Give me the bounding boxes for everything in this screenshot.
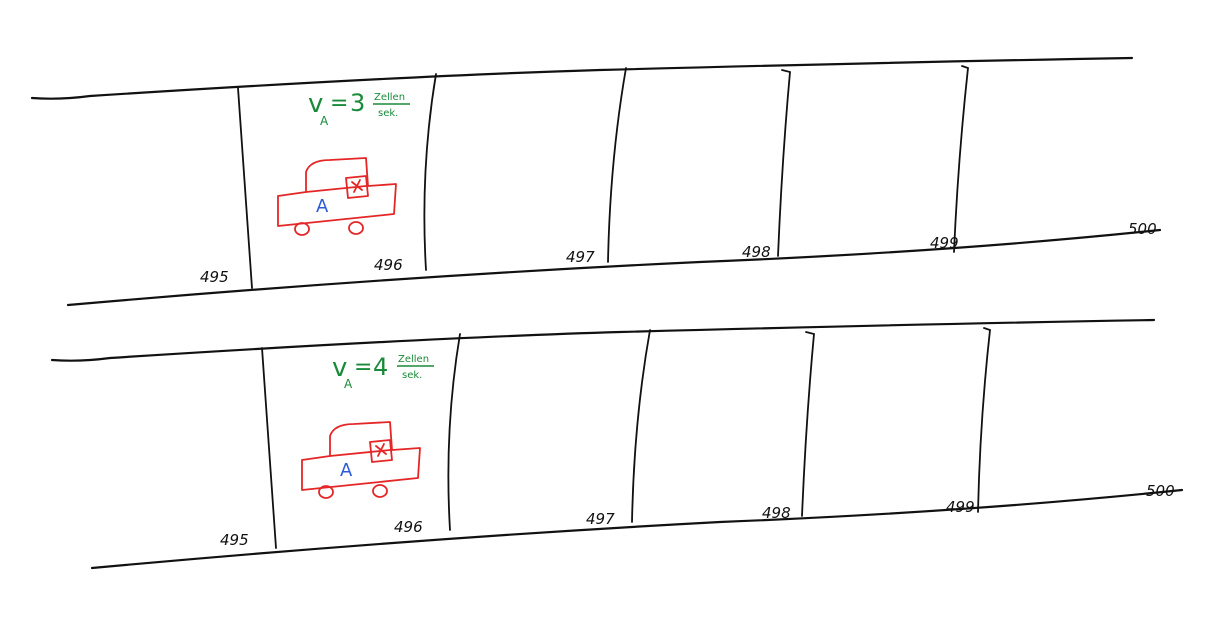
cell-number: 499 — [930, 234, 959, 252]
svg-text:sek.: sek. — [402, 370, 422, 381]
cell-number: 498 — [742, 243, 771, 261]
svg-text:v: v — [332, 353, 347, 383]
cell-divider — [447, 333, 461, 531]
road-panel-2: 495 496 497 498 499 500 v A = 4 Zellen s… — [50, 318, 1184, 570]
cell-divider — [631, 329, 651, 523]
svg-text:sek.: sek. — [378, 108, 398, 119]
cell-divider — [423, 73, 437, 271]
cell-divider — [801, 331, 815, 517]
velocity-label: v A = 3 Zellen sek. — [308, 89, 410, 128]
cell-number: 499 — [946, 498, 975, 516]
svg-text:A: A — [320, 114, 329, 128]
road-panel-1: 495 496 497 498 499 500 v A = 3 Zellen s… — [30, 56, 1162, 307]
svg-text:v: v — [308, 89, 323, 119]
cell-number: 496 — [394, 518, 423, 536]
svg-text:Zellen: Zellen — [374, 92, 405, 103]
cell-number: 498 — [762, 504, 791, 522]
velocity-label: v A = 4 Zellen sek. — [332, 353, 434, 391]
svg-text:Zellen: Zellen — [398, 354, 429, 365]
cell-number: 497 — [586, 510, 615, 528]
cell-number: 496 — [374, 256, 403, 274]
svg-text:3: 3 — [350, 89, 365, 117]
cell-divider — [977, 327, 991, 513]
cell-number: 500 — [1146, 482, 1175, 500]
cell-number: 497 — [566, 248, 595, 266]
cell-divider — [953, 65, 969, 253]
car-a: A — [301, 421, 421, 499]
road-bottom-edge — [90, 488, 1184, 570]
cell-divider — [261, 347, 277, 549]
cell-number: 495 — [220, 531, 249, 549]
road-top-edge — [30, 56, 1134, 100]
cell-divider — [777, 69, 791, 257]
car-a: A — [277, 157, 397, 236]
svg-text:A: A — [344, 377, 353, 391]
car-label: A — [340, 460, 353, 481]
cell-divider — [607, 67, 627, 263]
svg-text:=: = — [354, 355, 372, 380]
road-bottom-edge — [66, 228, 1162, 307]
car-label: A — [316, 196, 329, 217]
cell-divider — [237, 87, 253, 289]
cell-number: 495 — [200, 268, 229, 286]
svg-text:4: 4 — [373, 353, 388, 381]
svg-text:=: = — [330, 91, 348, 116]
road-top-edge — [50, 318, 1156, 362]
cell-number: 500 — [1128, 220, 1157, 238]
